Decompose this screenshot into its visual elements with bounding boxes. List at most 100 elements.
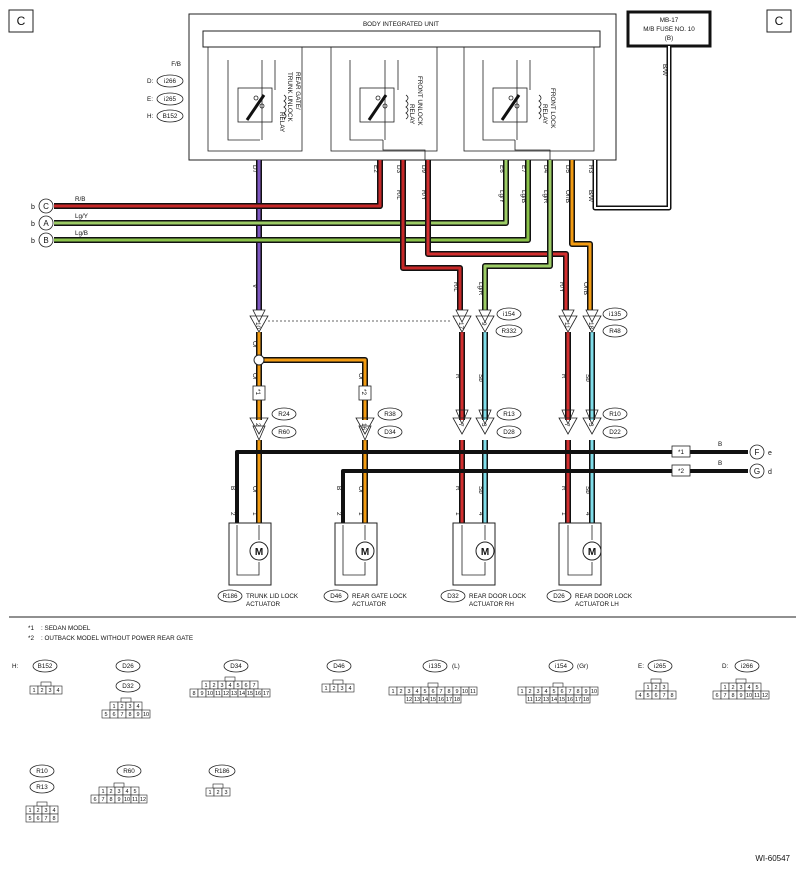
jc-code-r332: R332 — [501, 328, 517, 335]
connector-latch — [332, 679, 344, 685]
act-rh-pin-4: 4 — [477, 512, 484, 516]
actuator-rear-door-rh: 1 4 M D32 REAR DOOR LOCK ACTUATOR RH — [440, 512, 527, 608]
connector-pin-number: 8 — [447, 689, 450, 695]
label-v-mid: V — [251, 284, 258, 289]
connector-pin-number: 5 — [646, 693, 649, 699]
act-gate-l2: ACTUATOR — [352, 601, 387, 608]
jc-pin-7b: 7 — [563, 423, 570, 427]
act-rh-pin-1: 1 — [454, 512, 461, 516]
fuse-code: MB-17 — [660, 17, 679, 24]
connector-pin-number: 15 — [559, 697, 565, 703]
ground-f-suffix: e — [768, 450, 772, 457]
star-markers: *1 *2 — [252, 385, 372, 401]
notes: *1 : SEDAN MODEL *2 : OUTBACK MODEL WITH… — [28, 625, 193, 642]
connector-pin-number: 11 — [527, 697, 533, 703]
pin-d5: D5 — [564, 165, 571, 174]
cv-r13-code: R13 — [36, 784, 48, 791]
fuse-pos: (B) — [665, 35, 673, 42]
connector-pin-number: 4 — [56, 688, 59, 694]
connector-pin-number: 3 — [48, 688, 51, 694]
conn-code-i266: i266 — [164, 78, 176, 85]
conn-prefix-h: H: — [147, 113, 154, 120]
relay-rear-gate-l2: TRUNK UNLOCK — [286, 72, 293, 122]
label-r-2: R — [560, 374, 567, 379]
jc-pin-7a: 7 — [457, 423, 464, 427]
connector-pin-number: 3 — [128, 704, 131, 710]
ground-g-letter: G — [754, 467, 760, 476]
body-integrated-unit: BODY INTEGRATED UNIT — [188, 13, 617, 161]
connector-latch — [113, 782, 125, 788]
jc-pin-2: 2 — [254, 423, 261, 427]
act-trunk-pin-2: 2 — [229, 512, 236, 516]
connector-pin-cell — [581, 694, 591, 704]
connector-pin-number: 1 — [32, 688, 35, 694]
connector-pin-number: 2 — [120, 704, 123, 710]
connector-pin-cell — [452, 694, 462, 704]
label-lgr-mid: Lg/R — [477, 282, 484, 296]
jc-pin-3b: 3 — [587, 423, 594, 427]
connector-pin-number: 1 — [112, 704, 115, 710]
jc-code-d28: D28 — [503, 429, 515, 436]
relay-rear-gate-l1: REAR GATE/ — [294, 72, 301, 110]
label-ry-mid: R/Y — [558, 282, 565, 293]
mid-wire-labels: V R/L Lg/R R/Y Or/B — [251, 282, 589, 296]
cv-d32-code: D32 — [122, 683, 134, 690]
relay-front-unlock-l2: RELAY — [408, 104, 415, 125]
connector-pin-number: 5 — [28, 816, 31, 822]
pin-d9: D9 — [420, 165, 427, 174]
pin-e7: E7 — [520, 165, 527, 173]
jc-code-r38: R38 — [384, 411, 396, 418]
connector-pin-cell — [49, 813, 59, 823]
fuse-name: M/B FUSE NO. 10 — [643, 26, 695, 33]
note-1-mark: *1 — [28, 625, 34, 632]
connector-latch — [120, 697, 132, 703]
label-sb-2: Sb — [584, 374, 591, 382]
connector-pin-number: 3 — [407, 689, 410, 695]
connector-pin-number: 6 — [560, 689, 563, 695]
connector-pin-number: 4 — [415, 689, 418, 695]
pin-d7: D7 — [251, 165, 258, 174]
connector-pin-cell — [589, 686, 599, 696]
connector-pin-number: 3 — [536, 689, 539, 695]
relay-front-unlock: FRONT UNLOCK RELAY — [349, 60, 423, 141]
conn-code-i265: i265 — [164, 96, 176, 103]
connector-pin-number: 2 — [528, 689, 531, 695]
ground-f-note: *1 — [678, 449, 684, 456]
jc-code-r13: R13 — [503, 411, 515, 418]
wire-rl — [400, 160, 463, 310]
connector-pin-number: 6 — [431, 689, 434, 695]
label-or-5: Or — [357, 486, 364, 493]
connector-pin-number: 7 — [252, 683, 255, 689]
cv-d-title: D: — [722, 663, 729, 670]
connector-pin-number: 1 — [646, 685, 649, 691]
cv-r186-code: R186 — [214, 768, 230, 775]
connector-pin-number: 9 — [739, 693, 742, 699]
label-r-4: R — [560, 486, 567, 491]
input-c-letter: C — [43, 202, 49, 211]
act-rh-l1: REAR DOOR LOCK — [469, 593, 527, 600]
connector-pin-number: 6 — [112, 712, 115, 718]
label-rl-mid: R/L — [452, 282, 459, 292]
connector-pin-number: 17 — [575, 697, 581, 703]
connector-pin-number: 9 — [136, 712, 139, 718]
connector-pin-number: 1 — [204, 683, 207, 689]
connector-pin-number: 18 — [454, 697, 460, 703]
connector-latch — [36, 801, 48, 807]
connector-pin-number: 5 — [755, 685, 758, 691]
star-1-mark: *1 — [254, 389, 261, 395]
connector-pin-number: 8 — [192, 691, 195, 697]
cv-r10-code: R10 — [36, 768, 48, 775]
figure-id: WI-60547 — [755, 854, 790, 863]
pin-e2: E2 — [372, 165, 379, 173]
biu-pin-labels: D7 E2 D3 D9 E6 E7 D4 D5 H3 — [251, 165, 594, 174]
upper-wire-labels: R/L R/Y Lg/Y Lg/B Lg/R Or/B B/W B/W — [395, 64, 668, 204]
jc-pin-3a: 3 — [480, 423, 487, 427]
act-trunk-l1: TRUNK LID LOCK — [246, 593, 299, 600]
relay-front-lock: FRONT LOCK RELAY — [482, 60, 556, 141]
connector-pin-number: 5 — [104, 712, 107, 718]
connector-pin-number: 10 — [143, 712, 149, 718]
cv-i154-code: i154 — [555, 663, 567, 670]
